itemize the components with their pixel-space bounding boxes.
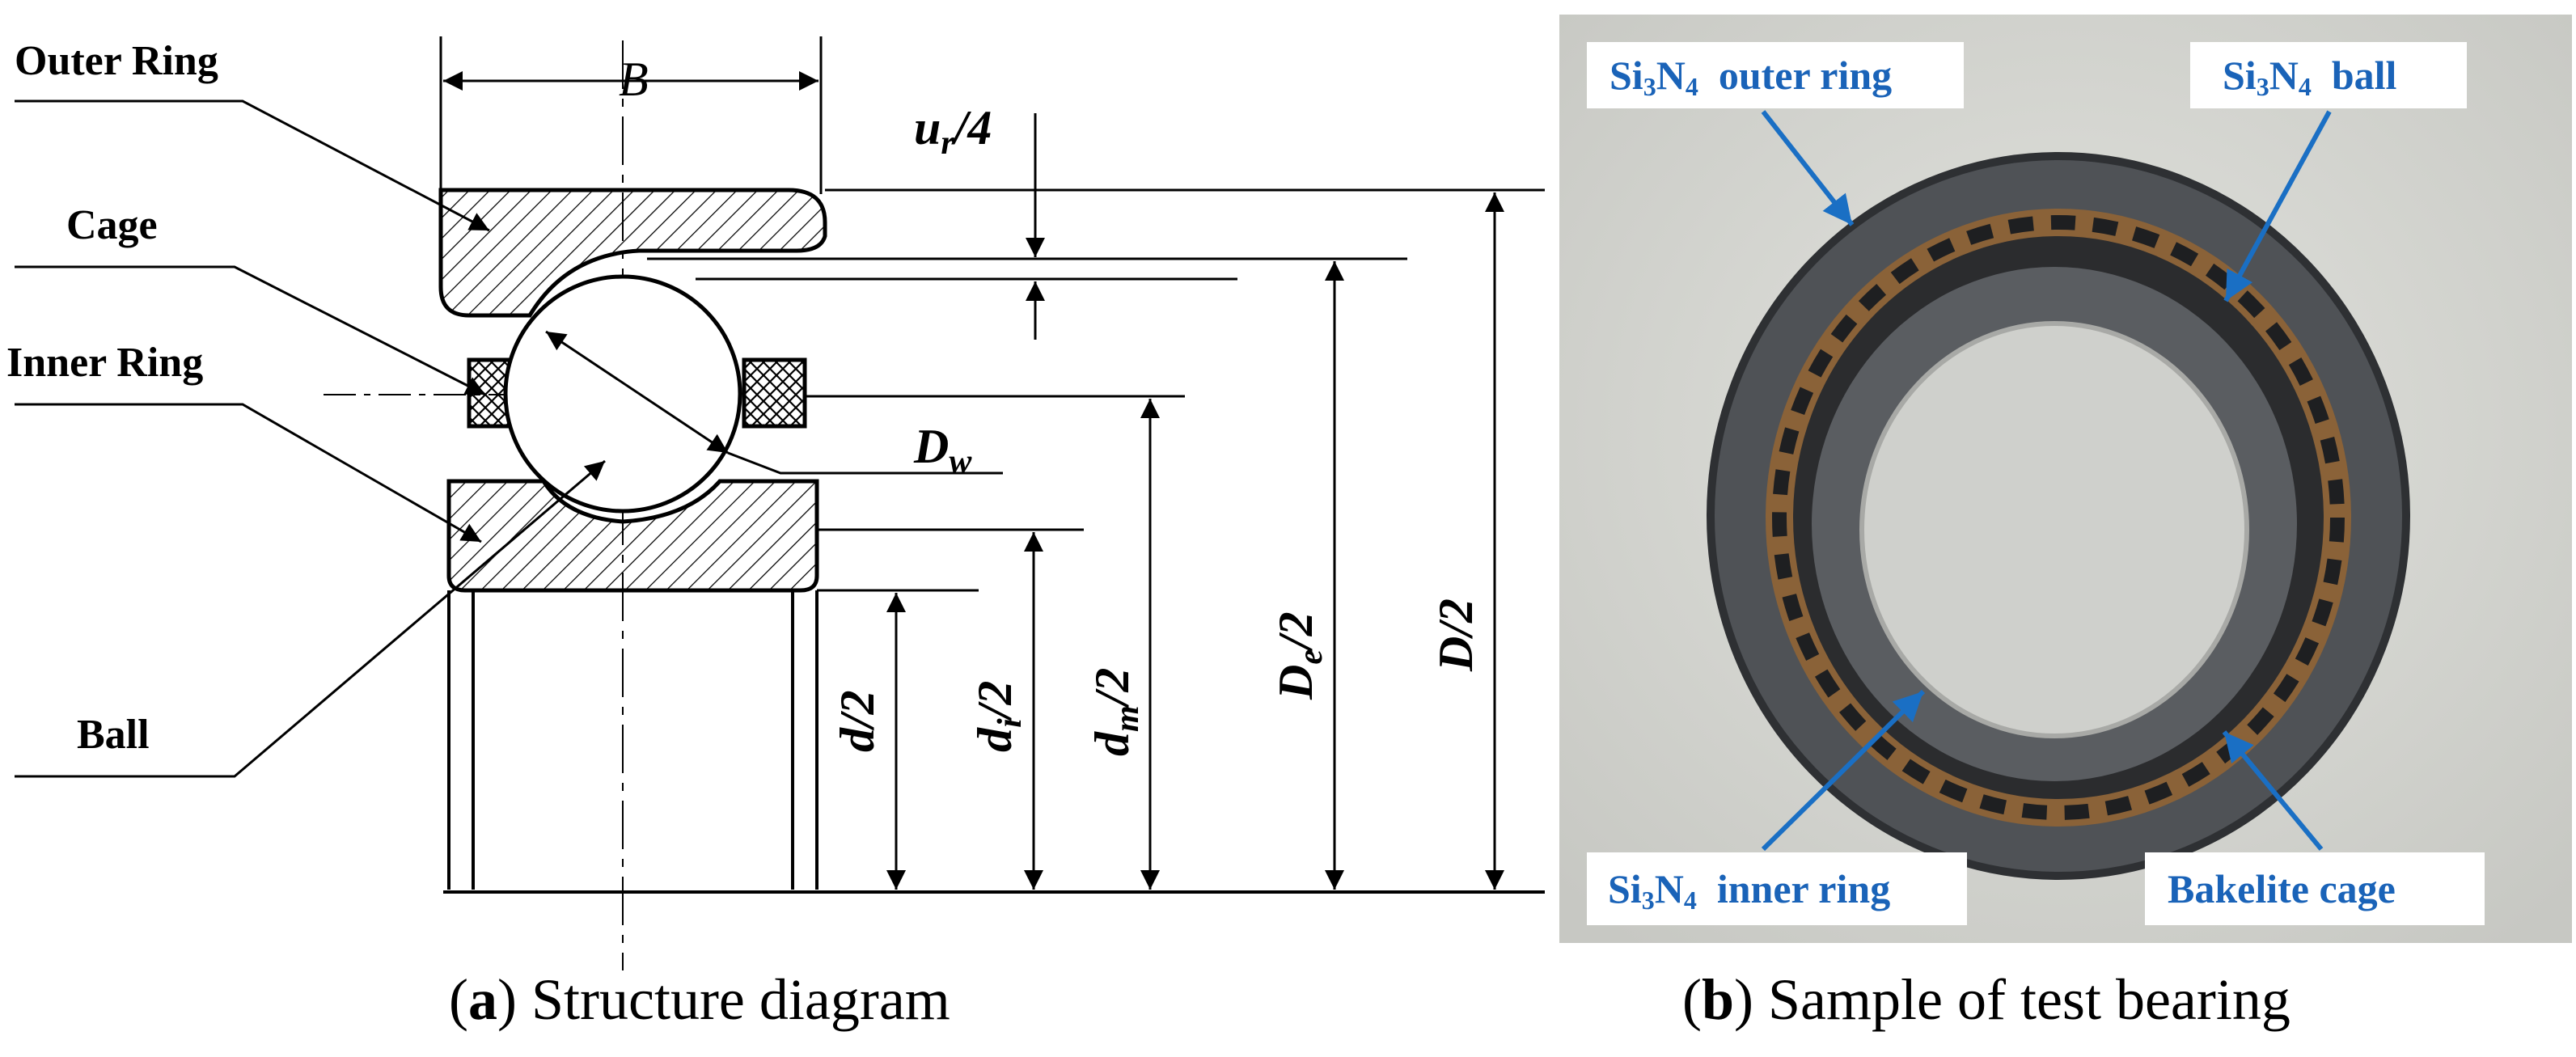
outer-ring-edge — [1707, 152, 2410, 880]
caption-b: (b) Sample of test bearing — [1682, 967, 2290, 1032]
callout-ball: Si3N4 ball — [2190, 42, 2467, 108]
D-label: D/2 — [1429, 598, 1483, 672]
dm-label: dm/2 — [1085, 668, 1146, 756]
callout-outer-ring-text: Si3N4 outer ring — [1609, 53, 1892, 101]
callout-ball-text: Si3N4 ball — [2223, 53, 2397, 101]
inner-ring-leader — [15, 403, 482, 543]
de-label: De/2 — [1269, 611, 1330, 700]
arrow-inner-ring — [1761, 689, 1926, 852]
cage-leader — [15, 265, 486, 396]
ball-section — [503, 274, 742, 514]
structure-diagram: B ur/4 d/2 di/2 — [6, 36, 1545, 1032]
outer-ring-label: Outer Ring — [15, 38, 218, 84]
dw-label: Dw — [913, 420, 972, 480]
arrow-ball — [2223, 110, 2332, 302]
cage-section-right — [742, 357, 807, 429]
bearing-photo — [1707, 152, 2410, 880]
dw-leader — [727, 451, 1003, 475]
bore-edge — [1859, 321, 2249, 738]
ball-pockets — [1772, 215, 2345, 820]
ball-leader — [15, 459, 606, 778]
callout-cage: Bakelite cage — [2145, 852, 2485, 925]
inner-ring-section — [446, 479, 819, 593]
arrow-outer-ring — [1761, 110, 1855, 226]
callout-inner-ring-text: Si3N4 inner ring — [1608, 866, 1890, 915]
inner-ring-label: Inner Ring — [6, 340, 203, 386]
bearing-photo-panel: Si3N4 outer ring Si3N4 ball Si3N4 inner … — [1559, 15, 2572, 1032]
callout-outer-ring: Si3N4 outer ring — [1587, 42, 1964, 108]
cage-label: Cage — [66, 202, 158, 248]
di-label: di/2 — [968, 681, 1029, 752]
ur-label: ur/4 — [914, 101, 992, 162]
arrow-cage — [2222, 730, 2324, 851]
outer-ring-leader — [15, 99, 490, 232]
ball-label: Ball — [77, 712, 150, 758]
callout-cage-text: Bakelite cage — [2168, 866, 2396, 911]
dw-arrow — [545, 330, 729, 455]
callout-inner-ring: Si3N4 inner ring — [1587, 852, 1967, 925]
outer-ring-section — [438, 188, 827, 318]
bore-opening — [1862, 323, 2247, 736]
d-half-label: d/2 — [831, 690, 884, 752]
b-label: B — [619, 53, 649, 106]
caption-a: (a) Structure diagram — [449, 967, 950, 1032]
